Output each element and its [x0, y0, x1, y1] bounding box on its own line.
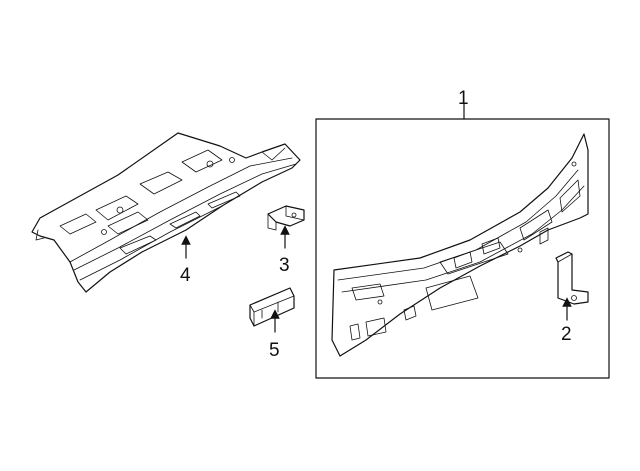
callout-1: 1	[458, 88, 469, 109]
callout-4: 4	[180, 265, 191, 286]
rear-body-panel	[331, 133, 589, 357]
part1-detail-frame	[315, 118, 610, 379]
foam-block	[249, 287, 295, 327]
callout-3: 3	[279, 255, 290, 276]
callout-5: 5	[269, 340, 280, 361]
small-bracket	[267, 205, 305, 231]
callout-2: 2	[561, 324, 572, 345]
l-bracket	[555, 251, 589, 305]
rear-shelf-panel	[31, 132, 301, 293]
